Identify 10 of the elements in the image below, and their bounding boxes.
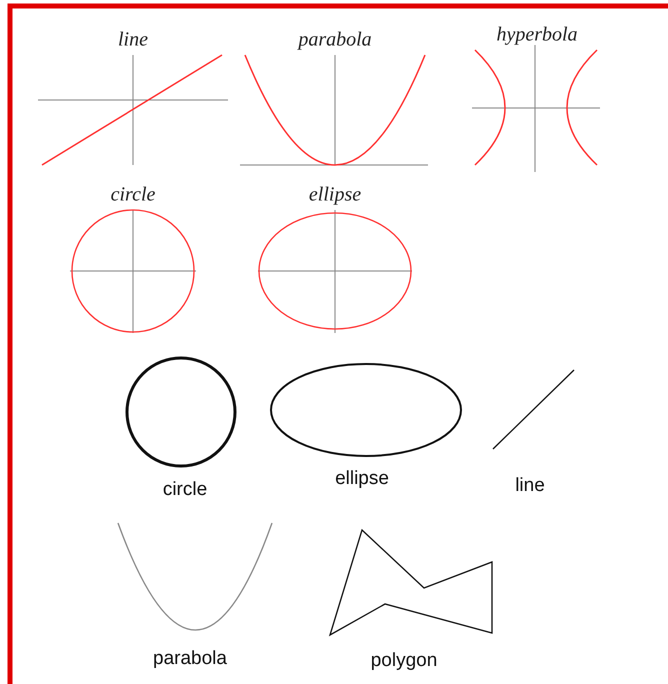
shape-label: line bbox=[515, 475, 545, 497]
graph-title: ellipse bbox=[308, 184, 362, 206]
graph-title: hyperbola bbox=[496, 24, 578, 46]
graph-title: circle bbox=[110, 184, 156, 206]
graph-title: parabola bbox=[298, 28, 372, 52]
shape-label: polygon bbox=[370, 650, 438, 672]
shape-label: parabola bbox=[153, 648, 227, 670]
shape-label: ellipse bbox=[335, 468, 389, 490]
graph-title: line bbox=[118, 28, 148, 52]
shape-label: circle bbox=[162, 479, 208, 501]
